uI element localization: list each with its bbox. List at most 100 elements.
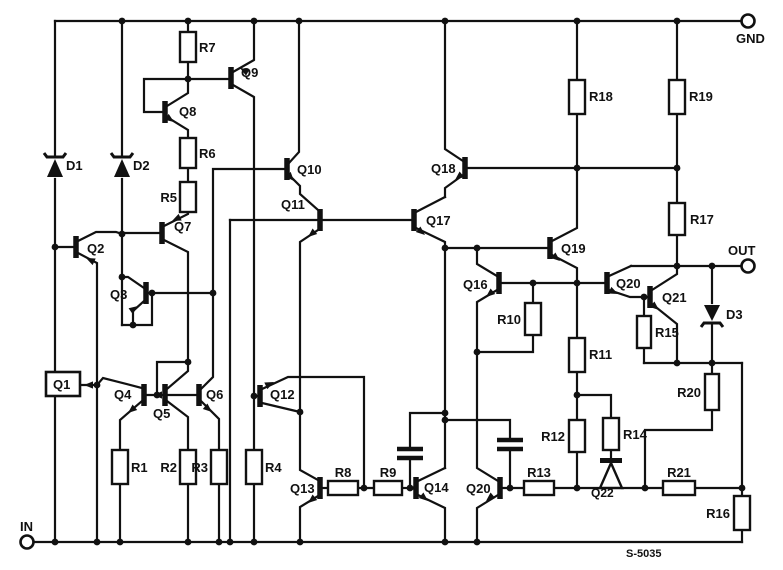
wire — [643, 408, 714, 490]
label-r6: R6 — [199, 146, 216, 161]
label-q19: Q19 — [561, 241, 586, 256]
junction-dot — [129, 321, 137, 329]
junction-dot — [640, 293, 648, 301]
wire — [199, 291, 215, 391]
wire — [416, 493, 447, 544]
arrowhead — [164, 113, 174, 122]
junction-dot — [673, 164, 681, 172]
arrowhead — [486, 288, 496, 297]
wire — [131, 299, 146, 327]
junction-dot — [673, 17, 681, 25]
label-r14: R14 — [623, 427, 648, 442]
junction-dot — [573, 17, 581, 25]
junction-dot — [184, 75, 192, 83]
junction-dot — [473, 348, 481, 356]
arrowhead — [550, 252, 560, 261]
wire — [165, 399, 190, 452]
junction-dot — [215, 538, 223, 546]
transistor-q1-box — [44, 370, 82, 398]
label-r3: R3 — [191, 460, 208, 475]
junction-dot — [673, 262, 681, 270]
wire — [414, 195, 447, 214]
label-q12: Q12 — [270, 387, 295, 402]
label-q14: Q14 — [424, 480, 449, 495]
arrowhead — [608, 286, 618, 294]
wire — [550, 166, 579, 243]
diode-d1 — [47, 159, 63, 177]
arrowhead — [84, 381, 93, 389]
label-r11: R11 — [589, 347, 612, 362]
junction-dot — [573, 164, 581, 172]
label-q16: Q16 — [463, 277, 488, 292]
resistor-body-r16 — [732, 494, 752, 532]
label-r15: R15 — [655, 325, 679, 340]
junction-dot — [93, 538, 101, 546]
label-r7: R7 — [199, 40, 216, 55]
junction-dot — [209, 289, 217, 297]
junction-dot — [51, 243, 59, 251]
wire — [475, 350, 500, 483]
label-q8: Q8 — [179, 104, 196, 119]
arrowhead — [264, 382, 274, 390]
resistor-body-r19 — [667, 78, 687, 116]
junction-dot — [708, 262, 716, 270]
resistor-body-r8 — [326, 479, 360, 497]
wire — [165, 115, 190, 140]
wire — [443, 19, 465, 163]
arrowhead — [409, 484, 418, 492]
wire — [231, 83, 256, 452]
label-out: OUT — [728, 243, 756, 258]
wire — [443, 418, 512, 442]
label-q2: Q2 — [87, 241, 104, 256]
label-in: IN — [20, 519, 33, 534]
junction-dot — [506, 484, 514, 492]
wire — [287, 19, 301, 165]
label-q7: Q7 — [174, 219, 191, 234]
arrowhead — [128, 306, 138, 315]
resistor-body-r6 — [178, 136, 198, 170]
arrowhead — [128, 404, 138, 413]
wire — [607, 264, 633, 278]
wire — [76, 230, 124, 243]
wire — [287, 173, 320, 212]
resistor-body-r2 — [178, 448, 198, 486]
resistor-body-r21 — [661, 479, 697, 497]
resistor-body-r18 — [567, 78, 587, 116]
junction-dot — [116, 538, 124, 546]
wire — [165, 360, 190, 391]
junction-dot — [673, 359, 681, 367]
junction-dot — [441, 416, 449, 424]
label-r19: R19 — [689, 89, 713, 104]
label-r17: R17 — [690, 212, 714, 227]
resistor-body-r17 — [667, 201, 687, 237]
arrowhead — [649, 301, 659, 310]
junction-dot — [184, 358, 192, 366]
resistor-body-r12 — [567, 418, 587, 454]
wire — [475, 493, 500, 544]
junction-dot — [296, 408, 304, 416]
wire — [211, 167, 287, 295]
arrowhead — [86, 258, 96, 266]
junction-dot — [573, 279, 581, 287]
resistor-body-r5 — [178, 180, 198, 214]
diode-cathode-bar — [109, 152, 135, 159]
label-r13: R13 — [527, 465, 551, 480]
junction-dot — [738, 484, 746, 492]
label-q18: Q18 — [431, 161, 456, 176]
terminal-in — [19, 534, 35, 550]
label-r12: R12 — [541, 429, 565, 444]
arrowhead — [172, 213, 182, 221]
diode-cathode-bar — [699, 321, 725, 328]
resistor-body-r11 — [567, 336, 587, 374]
arrowhead — [418, 492, 428, 501]
wire — [298, 228, 320, 482]
resistor-body-r7 — [178, 30, 198, 64]
resistor-body-r9 — [372, 479, 404, 497]
junction-dot — [296, 538, 304, 546]
arrowhead — [153, 391, 162, 399]
junction-dot — [226, 538, 234, 546]
terminal-out — [740, 258, 756, 274]
wire — [650, 302, 679, 365]
